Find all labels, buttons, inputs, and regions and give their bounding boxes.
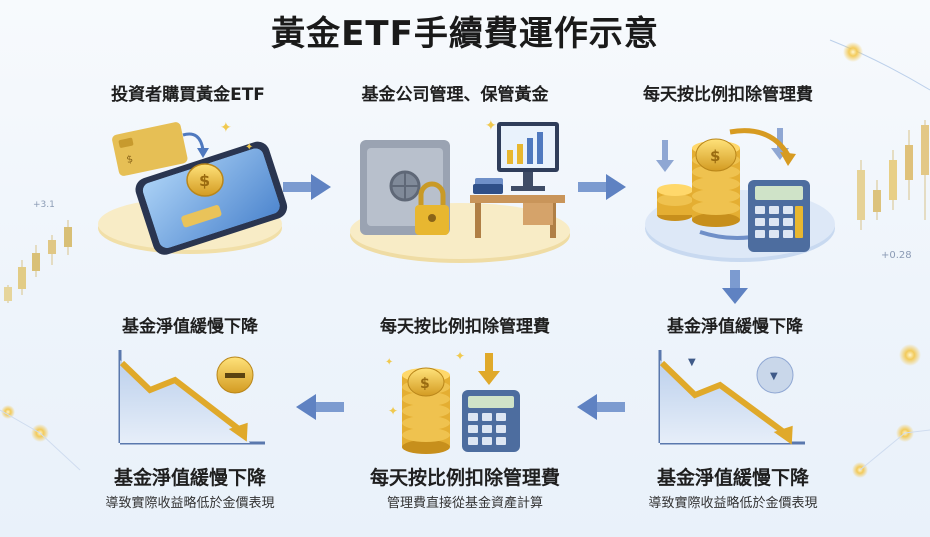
bottom2-sub: 管理費直接從基金資產計算 bbox=[386, 496, 543, 511]
step4-label: 基金淨值緩慢下降 bbox=[122, 317, 258, 337]
svg-text:▼: ▼ bbox=[688, 357, 696, 368]
page-title: 黃金ETF手續費運作示意 bbox=[271, 14, 659, 54]
coins-calculator-illustration-2: ✦ ✦ ✦ $ bbox=[385, 349, 520, 454]
candlestick-decoration-right: +0.28 bbox=[857, 120, 929, 261]
step6-label: 基金淨值緩慢下降 bbox=[667, 317, 803, 337]
svg-text:✦: ✦ bbox=[455, 349, 465, 363]
step2-label: 基金公司管理、保管黃金 bbox=[361, 85, 549, 105]
svg-text:▼: ▼ bbox=[770, 371, 778, 382]
step1-label: 投資者購買黃金ETF bbox=[111, 85, 265, 105]
flow-arrow-2 bbox=[578, 174, 626, 200]
right-value-text: +0.28 bbox=[881, 250, 912, 261]
svg-text:$: $ bbox=[199, 171, 210, 190]
bottom3-sub: 導致實際收益略低於金價表現 bbox=[648, 496, 818, 511]
flow-arrow-down bbox=[722, 270, 748, 304]
bottom2-label: 每天按比例扣除管理費 bbox=[369, 467, 560, 489]
card-text: $ bbox=[126, 154, 135, 166]
svg-text:✦: ✦ bbox=[220, 120, 232, 136]
svg-text:✦: ✦ bbox=[485, 118, 497, 134]
bottom1-sub: 導致實際收益略低於金價表現 bbox=[105, 496, 275, 511]
svg-text:$: $ bbox=[420, 376, 430, 392]
vault-safe-illustration: ✦ bbox=[350, 118, 570, 263]
step3-label: 每天按比例扣除管理費 bbox=[643, 85, 813, 105]
bottom3-label: 基金淨值緩慢下降 bbox=[656, 467, 809, 489]
declining-chart-illustration-left bbox=[118, 350, 265, 445]
bottom1-label: 基金淨值緩慢下降 bbox=[113, 467, 266, 489]
coins-calculator-illustration: $ bbox=[645, 128, 835, 262]
step5-label: 每天按比例扣除管理費 bbox=[380, 317, 550, 337]
candlestick-decoration-left: +3.1 bbox=[4, 200, 72, 303]
flow-arrow-3 bbox=[296, 394, 344, 420]
svg-text:✦: ✦ bbox=[245, 142, 253, 153]
svg-text:✦: ✦ bbox=[385, 357, 393, 368]
svg-text:✦: ✦ bbox=[388, 404, 398, 418]
declining-chart-illustration-right: ▼ ▼ bbox=[658, 350, 805, 445]
flow-arrow-1 bbox=[283, 174, 331, 200]
phone-purchase-illustration: $ $ ✦ ✦ bbox=[98, 120, 288, 255]
flow-arrow-4 bbox=[577, 394, 625, 420]
left-value-text: +3.1 bbox=[33, 200, 55, 210]
svg-text:$: $ bbox=[710, 147, 720, 165]
